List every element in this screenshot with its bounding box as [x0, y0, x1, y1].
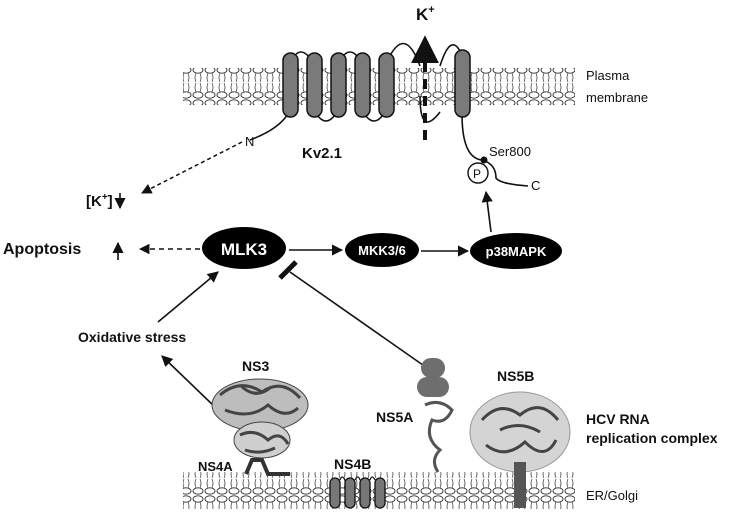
kv21-c-tail — [461, 113, 529, 187]
mkk36-label: MKK3/6 — [358, 243, 406, 258]
kv21-helices — [282, 49, 471, 118]
n-terminus-label: N — [245, 134, 254, 149]
p38mapk-node — [470, 233, 562, 269]
inhibition-bar — [278, 260, 298, 280]
plasma-membrane-label-2: membrane — [586, 90, 648, 105]
apoptosis-label: Apoptosis — [3, 241, 81, 258]
k-plus-label: K+ — [416, 4, 435, 24]
plasma-membrane-label: Plasma — [586, 68, 630, 83]
oxidative-stress-to-mlk3-arrow — [157, 271, 219, 323]
ns5b-label: NS5B — [497, 368, 534, 384]
k-conc-label: [K+] — [86, 192, 113, 210]
p38mapk-label: p38MAPK — [486, 244, 547, 259]
mkk36-node — [345, 233, 419, 267]
ser800-label: Ser800 — [489, 144, 531, 159]
ns4b-loops — [339, 476, 376, 481]
ser800-site-dot — [480, 156, 488, 164]
phospho-label: P — [473, 167, 481, 181]
mlk3-label: MLK3 — [221, 240, 267, 259]
kv21-label: Kv2.1 — [302, 145, 342, 162]
ns5b-structure — [469, 391, 571, 508]
c-terminus-label: C — [531, 178, 540, 193]
hcv-complex-label: HCV RNA — [586, 411, 650, 427]
ns5a-structure — [417, 358, 454, 473]
oxidative-stress-label: Oxidative stress — [78, 329, 186, 345]
ns5a-label: NS5A — [376, 409, 413, 425]
ns3-structure — [211, 378, 309, 459]
phospho-circle — [467, 162, 489, 184]
ns4a-label: NS4A — [198, 459, 233, 474]
hcv-complex-label-2: replication complex — [586, 430, 718, 446]
p38-to-kv21-arrow — [481, 190, 493, 233]
mlk3-node — [202, 227, 286, 269]
ns4b-helices — [329, 477, 386, 509]
ns3-to-oxidative-stress-arrow — [161, 355, 217, 409]
ns4b-label: NS4B — [334, 456, 371, 472]
ns5a-inhibits-mlk3-line — [289, 271, 431, 371]
ns4a-anchor — [244, 458, 290, 476]
kv21-to-k-conc-arrow — [141, 141, 243, 194]
er-golgi-label: ER/Golgi — [586, 488, 638, 503]
ns3-label: NS3 — [242, 358, 269, 374]
